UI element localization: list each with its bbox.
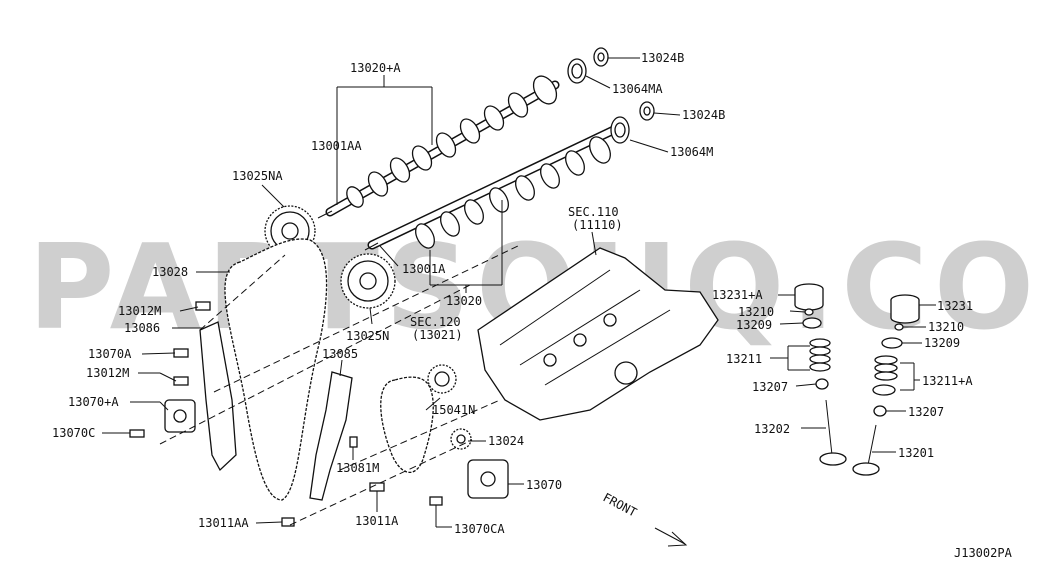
bolt-13012m-upper[interactable]	[195, 301, 211, 311]
leader-lines	[102, 57, 936, 528]
label-13028[interactable]: 13028	[152, 265, 188, 279]
label-13025na[interactable]: 13025NA	[232, 169, 283, 183]
label-13081m[interactable]: 13081M	[336, 461, 379, 475]
label-sec-110-sub: (11110)	[572, 218, 623, 232]
label-13070a[interactable]: 13070A	[88, 347, 132, 361]
seal-13024b-lower[interactable]	[639, 101, 655, 121]
pin-13081m[interactable]	[349, 436, 358, 448]
oil-pump-chain[interactable]	[380, 376, 434, 474]
label-13025n[interactable]: 13025N	[346, 329, 389, 343]
lifter-13231-plus-a[interactable]	[794, 283, 824, 311]
spring-13211-plus-a[interactable]	[872, 355, 898, 396]
front-arrow: FRONT	[601, 490, 688, 547]
sprocket-13024[interactable]	[450, 428, 472, 450]
tensioner-13070-plus-a[interactable]	[164, 399, 196, 433]
shim-13210-left[interactable]	[804, 308, 814, 316]
label-15041n[interactable]: 15041N	[432, 403, 475, 417]
label-13211-plus-a[interactable]: 13211+A	[922, 374, 973, 388]
label-13012m-lower[interactable]: 13012M	[86, 366, 129, 380]
seal-13024b-upper[interactable]	[593, 47, 609, 67]
lifter-13231[interactable]	[890, 294, 920, 324]
seal-13207-left[interactable]	[815, 378, 829, 390]
sprocket-13025n[interactable]	[340, 253, 396, 309]
label-13211[interactable]: 13211	[726, 352, 762, 366]
label-13024[interactable]: 13024	[488, 434, 524, 448]
label-13001aa[interactable]: 13001AA	[311, 139, 362, 153]
label-13064m[interactable]: 13064M	[670, 145, 713, 159]
bolt-13012m-lower[interactable]	[173, 376, 189, 386]
label-13070-plus-a[interactable]: 13070+A	[68, 395, 119, 409]
valve-13202[interactable]	[819, 399, 847, 466]
label-sec-120-sub: (13021)	[412, 328, 463, 342]
label-13001a[interactable]: 13001A	[402, 262, 446, 276]
bolt-13011aa[interactable]	[281, 517, 295, 527]
tensioner-13070[interactable]	[467, 459, 509, 499]
label-13012m-upper[interactable]: 13012M	[118, 304, 161, 318]
retainer-13209-left[interactable]	[802, 317, 822, 329]
label-13209-right[interactable]: 13209	[924, 336, 960, 350]
label-13207-right[interactable]: 13207	[908, 405, 944, 419]
camshaft-upper[interactable]	[317, 72, 561, 219]
label-13011a[interactable]: 13011A	[355, 514, 399, 528]
bolt-13070a[interactable]	[173, 348, 189, 358]
front-label: FRONT	[601, 490, 639, 519]
label-13020-plus-a[interactable]: 13020+A	[350, 61, 401, 75]
chain-guide-13086[interactable]	[199, 321, 237, 472]
label-13064ma[interactable]: 13064MA	[612, 82, 663, 96]
label-13210-left[interactable]: 13210	[738, 305, 774, 319]
label-13024b-upper[interactable]: 13024B	[641, 51, 684, 65]
seal-13064ma[interactable]	[567, 58, 587, 84]
label-13070[interactable]: 13070	[526, 478, 562, 492]
spring-13211-left[interactable]	[809, 338, 831, 372]
bolt-13070c[interactable]	[129, 429, 145, 438]
label-13207-left[interactable]: 13207	[752, 380, 788, 394]
label-13020[interactable]: 13020	[446, 294, 482, 308]
label-13209-left[interactable]: 13209	[736, 318, 772, 332]
label-13070ca[interactable]: 13070CA	[454, 522, 505, 536]
timing-chain-13028[interactable]	[224, 238, 328, 501]
slack-guide-13085[interactable]	[309, 371, 353, 501]
seal-13207-right[interactable]	[873, 405, 887, 417]
label-13231[interactable]: 13231	[937, 299, 973, 313]
label-13011aa[interactable]: 13011AA	[198, 516, 249, 530]
bolt-13070ca[interactable]	[429, 496, 443, 506]
label-13201[interactable]: 13201	[898, 446, 934, 460]
label-13085[interactable]: 13085	[322, 347, 358, 361]
alignment-lines	[159, 244, 521, 526]
label-13086[interactable]: 13086	[124, 321, 160, 335]
seal-13064m[interactable]	[610, 116, 630, 144]
label-13210-right[interactable]: 13210	[928, 320, 964, 334]
label-13231-plus-a[interactable]: 13231+A	[712, 288, 763, 302]
sprocket-15041n[interactable]	[427, 364, 457, 394]
valve-13201[interactable]	[852, 424, 880, 476]
label-13024b-lower[interactable]: 13024B	[682, 108, 725, 122]
shim-13210-right[interactable]	[894, 323, 904, 331]
label-sec-110[interactable]: SEC.110	[568, 205, 619, 219]
label-sec-120[interactable]: SEC.120	[410, 315, 461, 329]
cylinder-head-11110[interactable]	[477, 247, 719, 421]
diagram-code: J13002PA	[954, 546, 1013, 560]
label-13202[interactable]: 13202	[754, 422, 790, 436]
part-labels: 13020+A 13024B 13064MA 13024B 13064M 130…	[52, 51, 1013, 560]
retainer-13209-right[interactable]	[881, 337, 903, 349]
camshaft-lower[interactable]	[364, 122, 625, 251]
label-13070c[interactable]: 13070C	[52, 426, 95, 440]
